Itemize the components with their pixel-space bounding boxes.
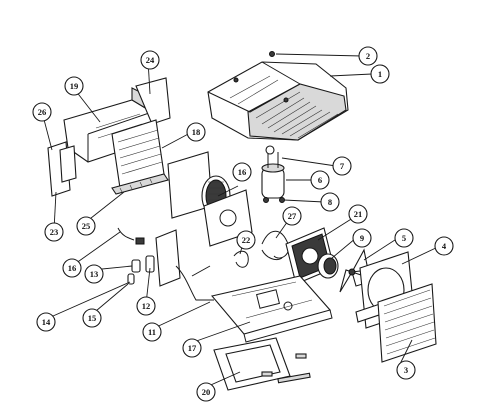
callout-7: 7: [332, 156, 352, 176]
callout-12: 12: [136, 296, 156, 316]
svg-text:9: 9: [360, 233, 364, 243]
part-blower-assembly: [167, 151, 253, 247]
part-housing-panels: [47, 77, 171, 197]
part-refrigerant-tube: [261, 230, 290, 261]
callout-21: 21: [348, 204, 368, 224]
svg-text:27: 27: [288, 211, 297, 221]
part-compressor: [261, 145, 285, 203]
callout-25: 25: [76, 216, 96, 236]
svg-text:12: 12: [142, 301, 151, 311]
callout-5: 5: [394, 228, 414, 248]
callout-6: 6: [310, 170, 330, 190]
callout-1: 1: [370, 64, 390, 84]
callout-26: 26: [32, 102, 52, 122]
part-drain-rail: [111, 173, 169, 195]
svg-text:21: 21: [354, 209, 363, 219]
callout-19: 19: [64, 76, 84, 96]
svg-text:8: 8: [328, 197, 332, 207]
svg-text:20: 20: [202, 387, 211, 397]
callout-16-upper: 16: [232, 162, 252, 182]
callout-8: 8: [320, 192, 340, 212]
part-fan-motor: [317, 253, 339, 279]
svg-text:25: 25: [82, 221, 91, 231]
svg-text:23: 23: [50, 227, 59, 237]
svg-text:11: 11: [148, 327, 156, 337]
svg-text:13: 13: [90, 269, 99, 279]
callout-22: 22: [236, 230, 256, 250]
callout-3: 3: [396, 360, 416, 380]
svg-text:19: 19: [70, 81, 79, 91]
svg-text:15: 15: [88, 313, 97, 323]
callout-23: 23: [44, 222, 64, 242]
svg-text:26: 26: [38, 107, 47, 117]
svg-text:16: 16: [68, 263, 77, 273]
svg-text:2: 2: [366, 51, 370, 61]
callout-20: 20: [196, 382, 216, 402]
callout-18: 18: [186, 122, 206, 142]
part-control-components: [117, 227, 214, 301]
svg-text:22: 22: [242, 235, 251, 245]
svg-text:17: 17: [188, 343, 197, 353]
svg-text:14: 14: [42, 317, 51, 327]
callout-2: 2: [358, 46, 378, 66]
callout-4: 4: [434, 236, 454, 256]
svg-text:5: 5: [402, 233, 406, 243]
callout-11: 11: [142, 322, 162, 342]
callout-17: 17: [182, 338, 202, 358]
part-condenser-coil: [377, 283, 437, 363]
svg-text:1: 1: [378, 69, 382, 79]
part-cover-shroud: [207, 51, 349, 141]
callout-16-lower: 16: [62, 258, 82, 278]
svg-text:7: 7: [340, 161, 345, 171]
svg-text:16: 16: [238, 167, 247, 177]
svg-text:3: 3: [404, 365, 408, 375]
callout-9: 9: [352, 228, 372, 248]
callout-27: 27: [282, 206, 302, 226]
callout-13: 13: [84, 264, 104, 284]
svg-text:24: 24: [146, 55, 155, 65]
callouts: 1 2 3 4 5 6 7 8 9 11 12 13 14 15 16 16 1…: [32, 46, 454, 402]
callout-15: 15: [82, 308, 102, 328]
part-ceiling-frame: [213, 337, 311, 391]
svg-text:4: 4: [442, 241, 447, 251]
part-clamp: [233, 250, 249, 268]
leader-lines: [41, 53, 441, 389]
svg-text:6: 6: [318, 175, 322, 185]
svg-text:18: 18: [192, 127, 201, 137]
callout-24: 24: [140, 50, 160, 70]
callout-14: 14: [36, 312, 56, 332]
part-base-pan: [210, 275, 333, 343]
